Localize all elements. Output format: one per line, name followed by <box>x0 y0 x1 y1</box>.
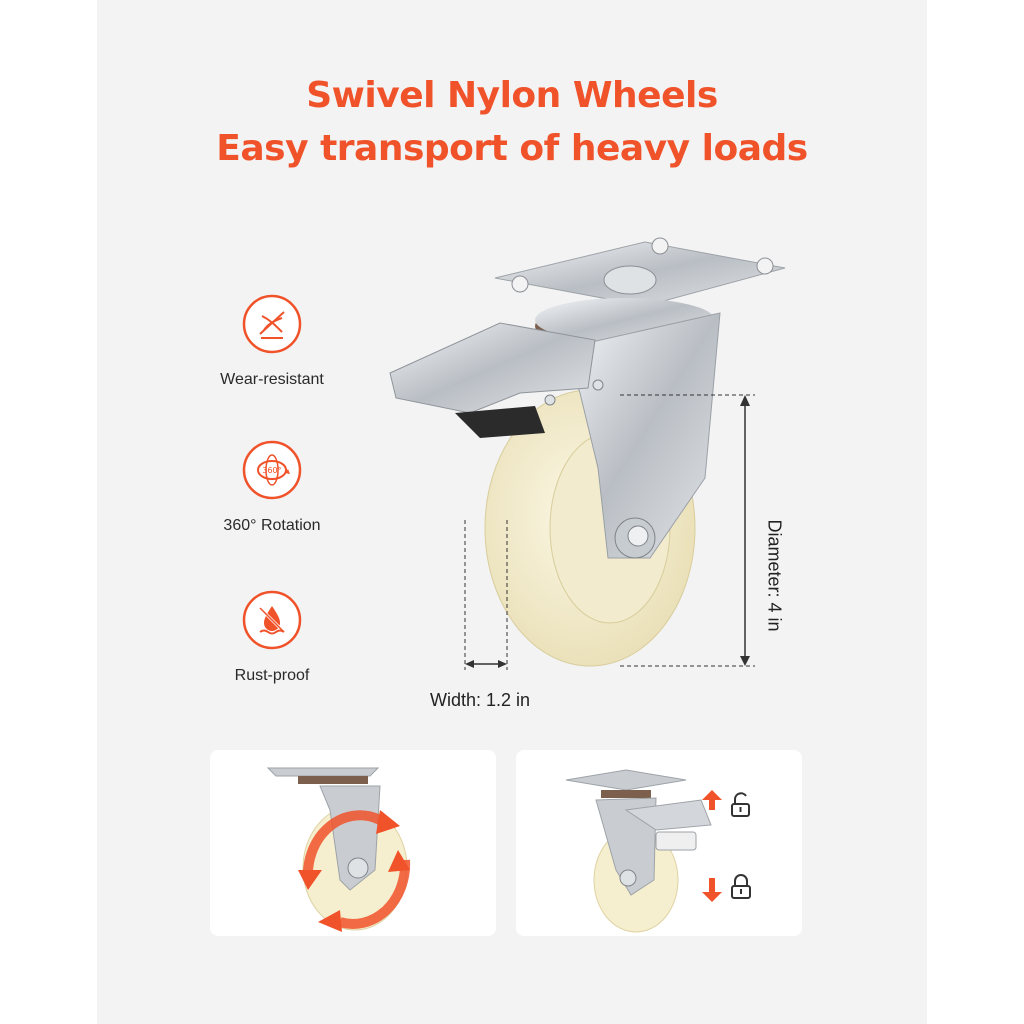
unlocked-padlock-icon <box>731 792 750 817</box>
rust-proof-icon <box>242 590 302 650</box>
rotation-demo-card <box>210 750 496 936</box>
locked-padlock-icon <box>731 874 751 899</box>
feature-wear-resistant: Wear-resistant <box>192 294 352 389</box>
diameter-label: Diameter: 4 in <box>764 519 785 632</box>
rotation-arrows-icon <box>266 767 411 932</box>
rotation-badge: 360° <box>262 466 281 475</box>
feature-label: Rust-proof <box>234 667 310 684</box>
feature-label: 360° Rotation <box>223 517 321 534</box>
feature-label: Wear-resistant <box>220 371 324 388</box>
headline-line-1: Swivel Nylon Wheels <box>306 75 718 116</box>
brake-demo-card <box>516 750 802 936</box>
feature-360-rotation: 360° 360° Rotation <box>192 440 352 535</box>
caster-wheel-illustration <box>389 237 786 670</box>
wear-resistant-icon <box>242 294 302 354</box>
rotation-360-icon: 360° <box>242 440 302 500</box>
brake-lock-illustration <box>565 769 722 933</box>
headline-line-2: Easy transport of heavy loads <box>216 128 808 169</box>
width-label: Width: 1.2 in <box>430 690 531 710</box>
feature-rust-proof: Rust-proof <box>192 590 352 685</box>
